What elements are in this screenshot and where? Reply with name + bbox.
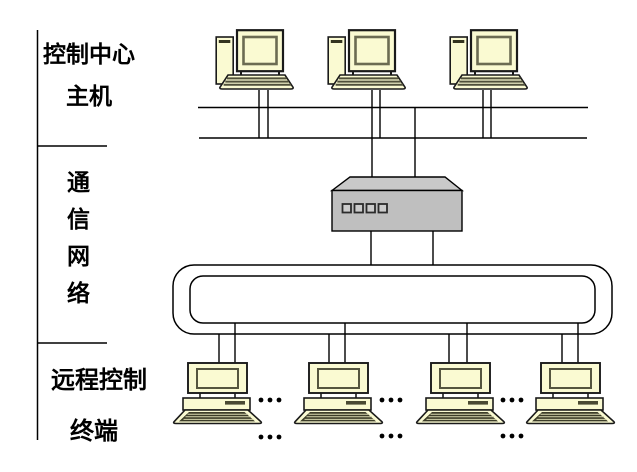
label-remote-control: 远程控制	[51, 368, 147, 394]
host-connection-lines	[258, 90, 492, 177]
sidebar-bracket	[36, 30, 107, 440]
ring-network	[172, 264, 613, 335]
host-computer-icon	[449, 29, 529, 91]
terminal-computer-icon	[172, 362, 263, 425]
ellipsis-dots	[258, 397, 524, 440]
bus-lines	[198, 106, 588, 139]
label-terminal: 终端	[70, 419, 118, 445]
label-communication-network: 通信网络	[67, 170, 90, 306]
host-computer-icon	[327, 29, 407, 91]
terminal-computer-icon	[293, 362, 384, 425]
ring-inner	[189, 275, 596, 324]
switch-icon	[329, 176, 465, 232]
terminal-computer-icon	[415, 362, 506, 425]
label-host: 主机	[66, 84, 112, 109]
label-control-center: 控制中心	[43, 42, 135, 67]
terminal-computer-icon	[525, 362, 616, 425]
host-computer-icon	[215, 29, 295, 91]
terminal-connection-lines	[218, 323, 579, 363]
switch-indicator-lights	[341, 203, 388, 214]
